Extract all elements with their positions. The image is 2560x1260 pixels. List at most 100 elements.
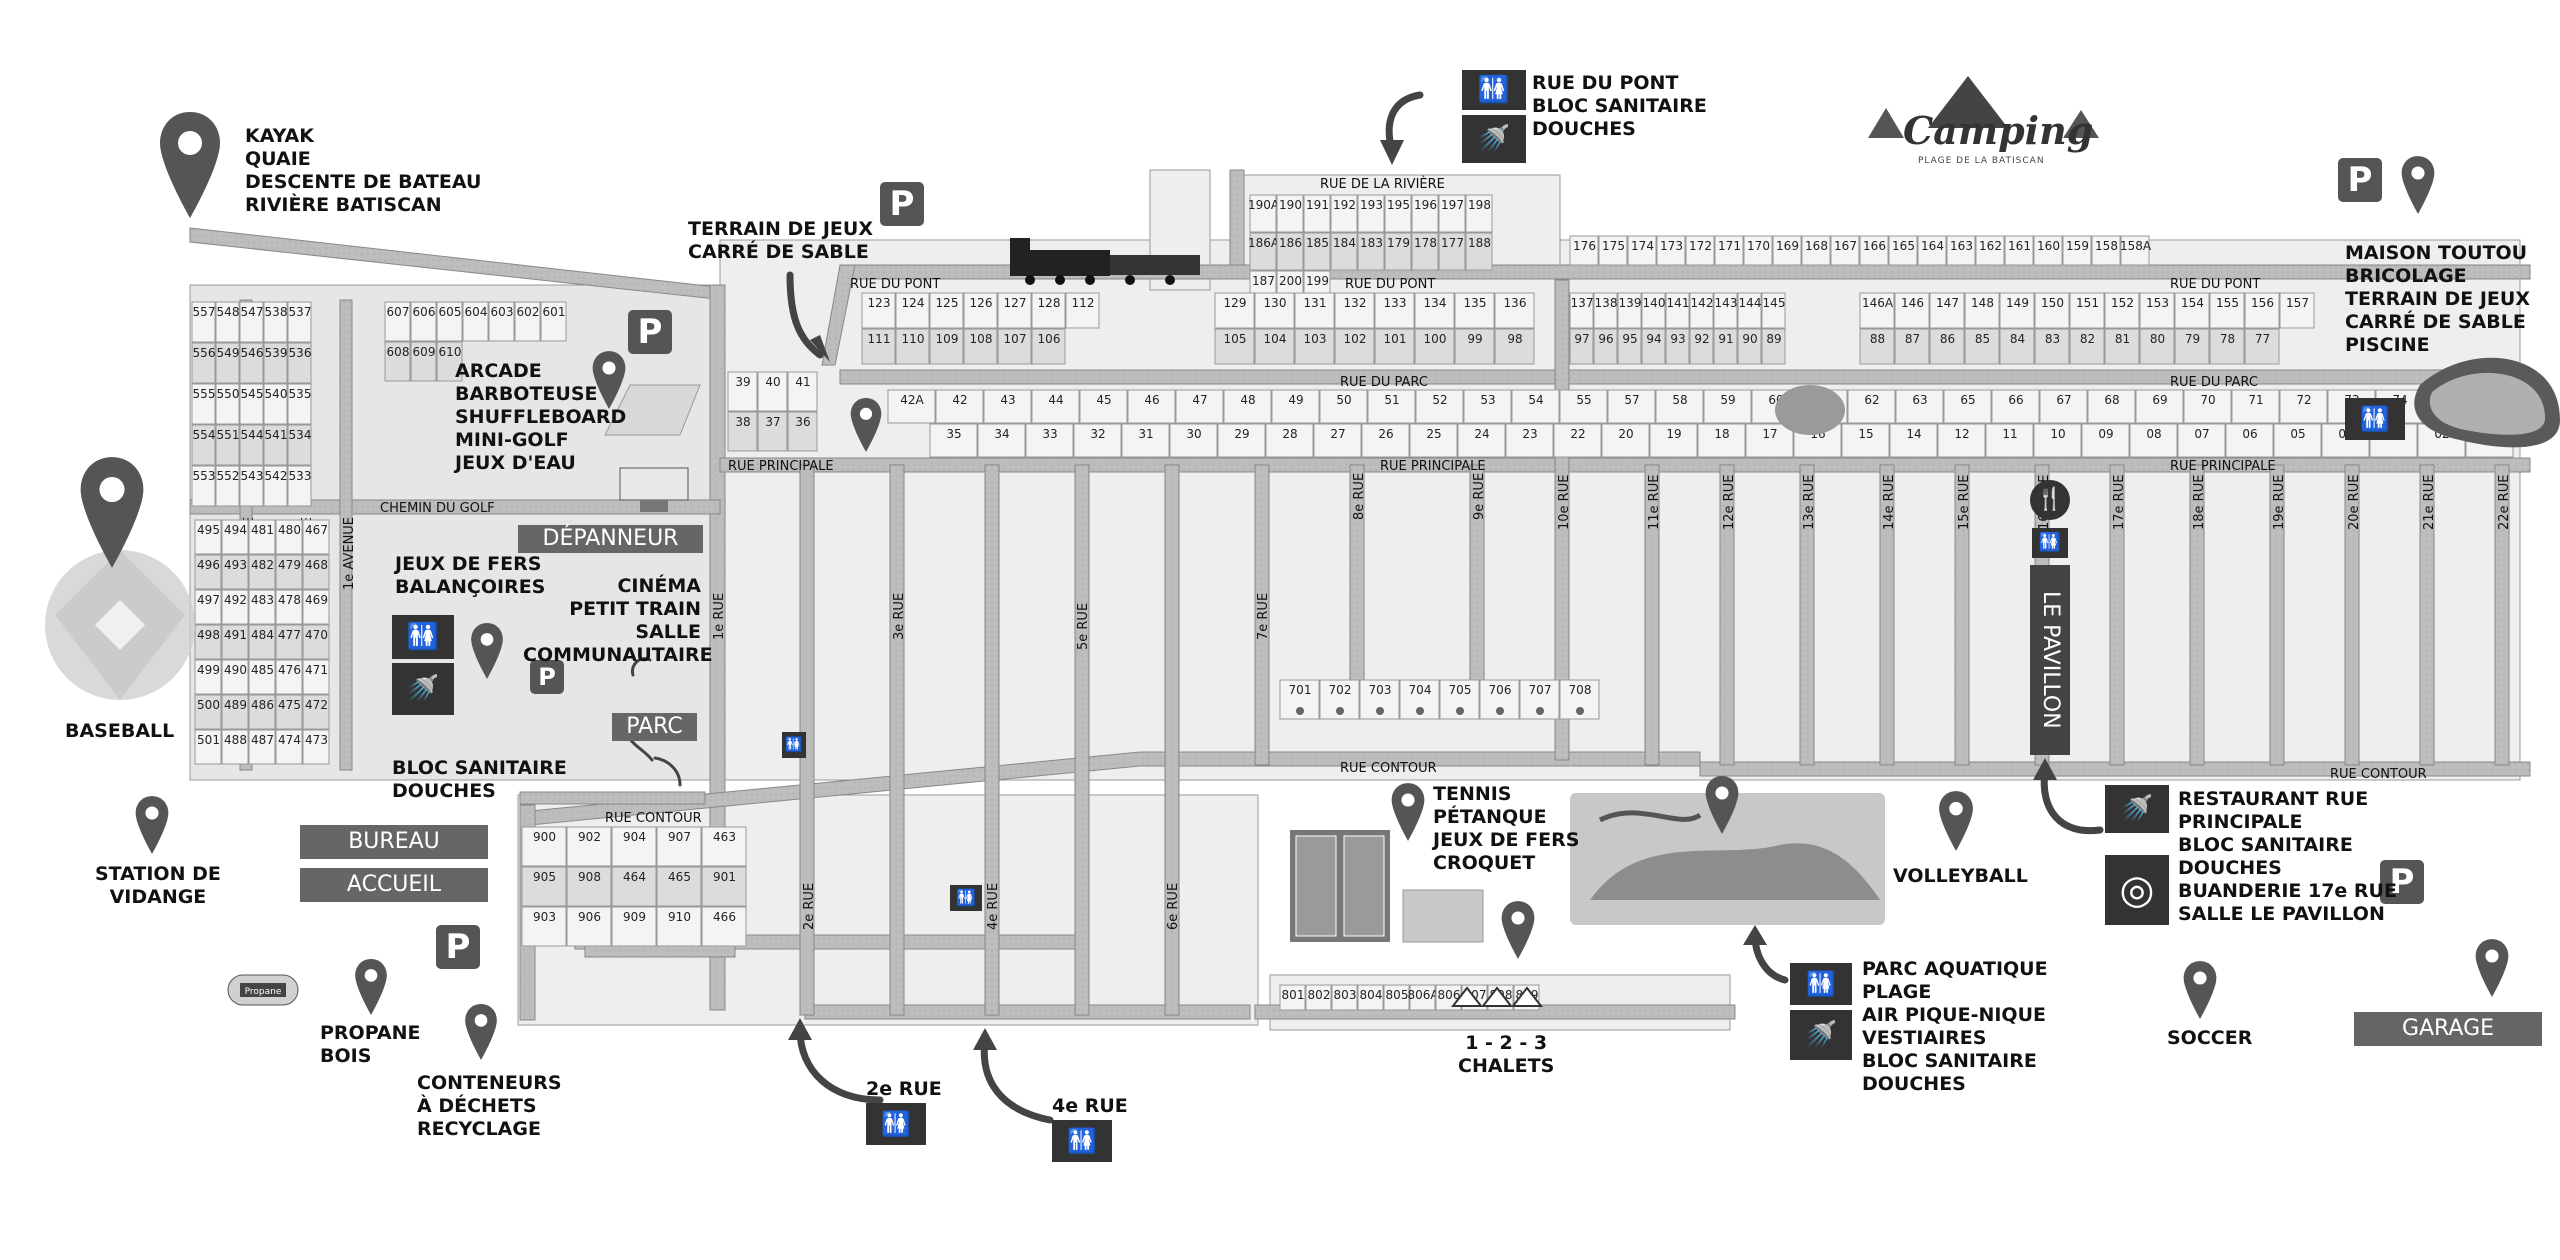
campsite-lot[interactable]: [410, 341, 437, 382]
campsite-lot[interactable]: [895, 292, 930, 329]
campsite-lot[interactable]: [239, 424, 264, 466]
campsite-lot[interactable]: [302, 729, 330, 765]
campsite-lot[interactable]: [997, 292, 1032, 329]
campsite-lot[interactable]: [1801, 235, 1831, 266]
campsite-lot[interactable]: [1127, 389, 1176, 424]
campsite-lot[interactable]: [727, 411, 758, 452]
campsite-lot[interactable]: [1411, 232, 1439, 271]
location-pin-icon-maison-toutou[interactable]: [2398, 155, 2438, 215]
campsite-lot[interactable]: [248, 659, 276, 695]
campsite-lot[interactable]: [2273, 423, 2322, 458]
campsite-lot[interactable]: [194, 589, 222, 625]
campsite-lot[interactable]: [1895, 389, 1944, 424]
location-pin-icon-soccer[interactable]: [2180, 960, 2220, 1020]
campsite-lot[interactable]: [1569, 235, 1599, 266]
campsite-lot[interactable]: [1415, 389, 1464, 424]
campsite-lot[interactable]: [521, 826, 567, 867]
campsite-lot[interactable]: [1079, 389, 1128, 424]
campsite-lot[interactable]: [2081, 423, 2130, 458]
campsite-lot[interactable]: [1254, 292, 1295, 329]
campsite-lot[interactable]: [1357, 232, 1385, 271]
campsite-lot[interactable]: [239, 301, 264, 343]
campsite-lot[interactable]: [1985, 423, 2034, 458]
campsite-lot[interactable]: [194, 729, 222, 765]
campsite-lot[interactable]: [1249, 232, 1277, 271]
campsite-lot[interactable]: [215, 342, 240, 384]
campsite-lot[interactable]: [1841, 423, 1890, 458]
campsite-lot[interactable]: [1689, 292, 1714, 329]
campsite-lot[interactable]: [239, 465, 264, 507]
campsite-lot[interactable]: [1454, 328, 1495, 365]
campsite-lot[interactable]: [215, 424, 240, 466]
accueil-button[interactable]: ACCUEIL: [300, 868, 488, 902]
campsite-lot[interactable]: [1031, 292, 1066, 329]
campsite-lot[interactable]: [1665, 292, 1690, 329]
campsite-lot[interactable]: [1505, 423, 1554, 458]
campsite-lot[interactable]: [1374, 292, 1415, 329]
campsite-lot[interactable]: [194, 694, 222, 730]
campsite-lot[interactable]: [997, 328, 1032, 365]
campsite-lot[interactable]: [1065, 292, 1100, 329]
campsite-lot[interactable]: [757, 411, 788, 452]
campsite-lot[interactable]: [1665, 328, 1690, 365]
campsite-lot[interactable]: [1294, 328, 1335, 365]
campsite-lot[interactable]: [1414, 292, 1455, 329]
campsite-lot[interactable]: [963, 328, 998, 365]
campsite-lot[interactable]: [275, 694, 303, 730]
campsite-lot[interactable]: [1593, 328, 1618, 365]
campsite-lot[interactable]: [384, 341, 411, 382]
location-pin-icon-volleyball[interactable]: [1935, 790, 1977, 852]
campsite-lot[interactable]: [2244, 328, 2280, 365]
campsite-lot[interactable]: [1303, 232, 1331, 271]
campsite-lot[interactable]: [757, 371, 788, 412]
campsite-lot[interactable]: [1888, 235, 1918, 266]
campsite-lot[interactable]: [656, 906, 702, 947]
campsite-lot[interactable]: [221, 694, 249, 730]
location-pin-icon-terrain[interactable]: [848, 397, 884, 453]
campsite-lot[interactable]: [1438, 194, 1466, 233]
campsite-lot[interactable]: [194, 624, 222, 660]
campsite-lot[interactable]: [1494, 292, 1535, 329]
campsite-lot[interactable]: [1463, 389, 1512, 424]
campsite-lot[interactable]: [221, 589, 249, 625]
campsite-lot[interactable]: [1859, 292, 1895, 329]
campsite-lot[interactable]: [1334, 292, 1375, 329]
campsite-lot[interactable]: [1859, 328, 1895, 365]
campsite-lot[interactable]: [436, 301, 463, 342]
campsite-lot[interactable]: [1330, 194, 1358, 233]
location-pin-icon-vidange[interactable]: [132, 795, 172, 855]
campsite-lot[interactable]: [787, 371, 818, 412]
campsite-lot[interactable]: [1331, 984, 1358, 1011]
location-pin-icon-propane[interactable]: [352, 958, 390, 1016]
campsite-lot[interactable]: [1929, 292, 1965, 329]
campsite-lot[interactable]: [1411, 194, 1439, 233]
campsite-lot[interactable]: [1465, 232, 1493, 271]
campsite-lot[interactable]: [1559, 389, 1608, 424]
campsite-lot[interactable]: [302, 589, 330, 625]
campsite-lot[interactable]: [287, 301, 312, 343]
campsite-lot[interactable]: [248, 624, 276, 660]
campsite-lot[interactable]: [1917, 235, 1947, 266]
campsite-lot[interactable]: [1714, 235, 1744, 266]
campsite-lot[interactable]: [1937, 423, 1986, 458]
campsite-lot[interactable]: [1121, 423, 1170, 458]
campsite-lot[interactable]: [1435, 984, 1462, 1011]
campsite-lot[interactable]: [2135, 389, 2184, 424]
campsite-lot[interactable]: [1313, 423, 1362, 458]
campsite-lot[interactable]: [1330, 232, 1358, 271]
campsite-lot[interactable]: [302, 694, 330, 730]
campsite-lot[interactable]: [1999, 292, 2035, 329]
campsite-lot[interactable]: [1745, 423, 1794, 458]
campsite-lot[interactable]: [1894, 292, 1930, 329]
campsite-lot[interactable]: [1601, 423, 1650, 458]
campsite-lot[interactable]: [191, 465, 216, 507]
campsite-lot[interactable]: [1169, 423, 1218, 458]
campsite-lot[interactable]: [1685, 235, 1715, 266]
campsite-lot[interactable]: [1383, 984, 1410, 1011]
campsite-lot[interactable]: [1553, 423, 1602, 458]
campsite-lot[interactable]: [215, 301, 240, 343]
campsite-lot[interactable]: [248, 589, 276, 625]
campsite-lot[interactable]: [1374, 328, 1415, 365]
campsite-lot[interactable]: [701, 866, 747, 907]
campsite-lot[interactable]: [1737, 292, 1762, 329]
